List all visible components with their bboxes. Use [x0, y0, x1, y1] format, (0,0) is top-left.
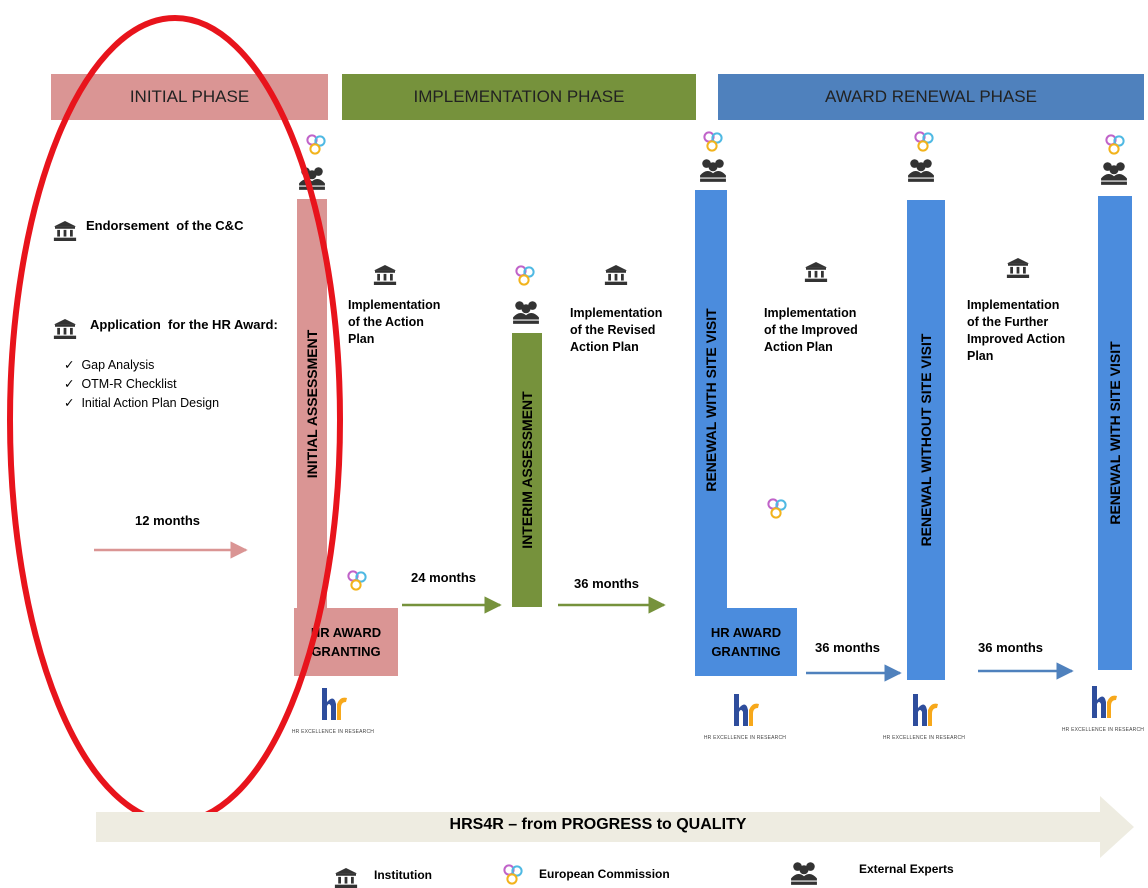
- legend-institution: Institution: [374, 868, 432, 882]
- list-item: ✓ Initial Action Plan Design: [64, 394, 219, 413]
- granting-line-1: HR AWARD: [710, 625, 782, 640]
- list-item-label: Initial Action Plan Design: [81, 396, 220, 410]
- checkmark-icon: ✓: [64, 396, 75, 410]
- checkmark-icon: ✓: [64, 358, 75, 372]
- granting-line-2: GRANTING: [311, 644, 381, 659]
- hr-logo-subtitle: HR EXCELLENCE IN RESEARCH: [1061, 727, 1145, 733]
- granting-box-second: HR AWARD GRANTING: [695, 608, 797, 676]
- impl-line: Implementation: [764, 306, 857, 320]
- bar-initial-assessment: INITIAL ASSESSMENT: [297, 199, 327, 609]
- list-item: ✓ Gap Analysis: [64, 356, 219, 375]
- bar-renewal-site-visit-2: RENEWAL WITH SITE VISIT: [1098, 196, 1132, 670]
- building-icon: [334, 868, 358, 888]
- impl-line: of the Further: [967, 315, 1049, 329]
- phase-header-implementation: IMPLEMENTATION PHASE: [342, 74, 696, 120]
- checkmark-icon: ✓: [64, 377, 75, 391]
- granting-line-1: HR AWARD: [310, 625, 382, 640]
- phase-implementation-label: IMPLEMENTATION PHASE: [413, 87, 625, 106]
- granting-line-2: GRANTING: [711, 644, 781, 659]
- impl-improved-plan: Implementation of the Improved Action Pl…: [764, 305, 858, 356]
- bar-renewal-without-site-visit: RENEWAL WITHOUT SITE VISIT: [907, 200, 945, 680]
- phase-initial-label: INITIAL PHASE: [129, 87, 250, 106]
- duration-36-months: 36 months: [815, 640, 881, 655]
- impl-line: Plan: [348, 332, 375, 346]
- hr-logo: HR EXCELLENCE IN RESEARCH: [879, 690, 969, 741]
- impl-line: of the Revised: [570, 323, 656, 337]
- hr-logo: HR EXCELLENCE IN RESEARCH: [1058, 682, 1148, 733]
- application-label: Application for the HR Award:: [90, 317, 278, 332]
- impl-line: Plan: [967, 349, 994, 363]
- list-item-label: Gap Analysis: [81, 358, 155, 372]
- bar-renewal-site-visit-1: RENEWAL WITH SITE VISIT: [695, 190, 727, 610]
- legend-experts: External Experts: [859, 862, 954, 876]
- duration-36-months: 36 months: [978, 640, 1044, 655]
- impl-line: of the Action: [348, 315, 424, 329]
- impl-line: of the Improved: [764, 323, 858, 337]
- impl-action-plan: Implementation of the Action Plan: [348, 297, 440, 348]
- hr-logo-subtitle: HR EXCELLENCE IN RESEARCH: [882, 735, 966, 741]
- duration-12-months: 12 months: [135, 513, 201, 528]
- list-item-label: OTM-R Checklist: [81, 377, 177, 391]
- phase-header-initial: INITIAL PHASE: [51, 74, 328, 120]
- hr-logo-icon: [322, 688, 347, 720]
- hr-logo-icon: [734, 694, 759, 726]
- impl-line: Action Plan: [764, 340, 833, 354]
- duration-36-months: 36 months: [574, 576, 640, 591]
- hr-logo-subtitle: HR EXCELLENCE IN RESEARCH: [703, 735, 787, 741]
- hr-logo-icon: [1092, 686, 1117, 718]
- legend-commission: European Commission: [539, 867, 670, 881]
- duration-24-months: 24 months: [411, 570, 477, 585]
- bar-interim-assessment: INTERIM ASSESSMENT: [512, 333, 542, 607]
- phase-renewal-label: AWARD RENEWAL PHASE: [825, 87, 1037, 106]
- checklist: ✓ Gap Analysis ✓ OTM-R Checklist ✓ Initi…: [64, 356, 219, 413]
- hr-logo: HR EXCELLENCE IN RESEARCH: [288, 684, 378, 735]
- hr-logo: HR EXCELLENCE IN RESEARCH: [700, 690, 790, 741]
- phase-header-renewal: AWARD RENEWAL PHASE: [718, 74, 1144, 120]
- impl-line: Action Plan: [570, 340, 639, 354]
- endorsement-label: Endorsement of the C&C: [86, 218, 244, 233]
- impl-line: Improved Action: [967, 332, 1066, 346]
- impl-line: Implementation: [348, 298, 441, 312]
- hr-logo-subtitle: HR EXCELLENCE IN RESEARCH: [291, 729, 375, 735]
- impl-revised-plan: Implementation of the Revised Action Pla…: [570, 305, 662, 356]
- experts-icon: [790, 861, 818, 885]
- impl-line: Implementation: [967, 298, 1060, 312]
- list-item: ✓ OTM-R Checklist: [64, 375, 219, 394]
- ec-rings-icon: [502, 864, 524, 886]
- impl-further-plan: Implementation of the Further Improved A…: [967, 297, 1065, 365]
- impl-line: Implementation: [570, 306, 663, 320]
- hr-logo-icon: [913, 694, 938, 726]
- banner-title: HRS4R – from PROGRESS to QUALITY: [449, 816, 747, 833]
